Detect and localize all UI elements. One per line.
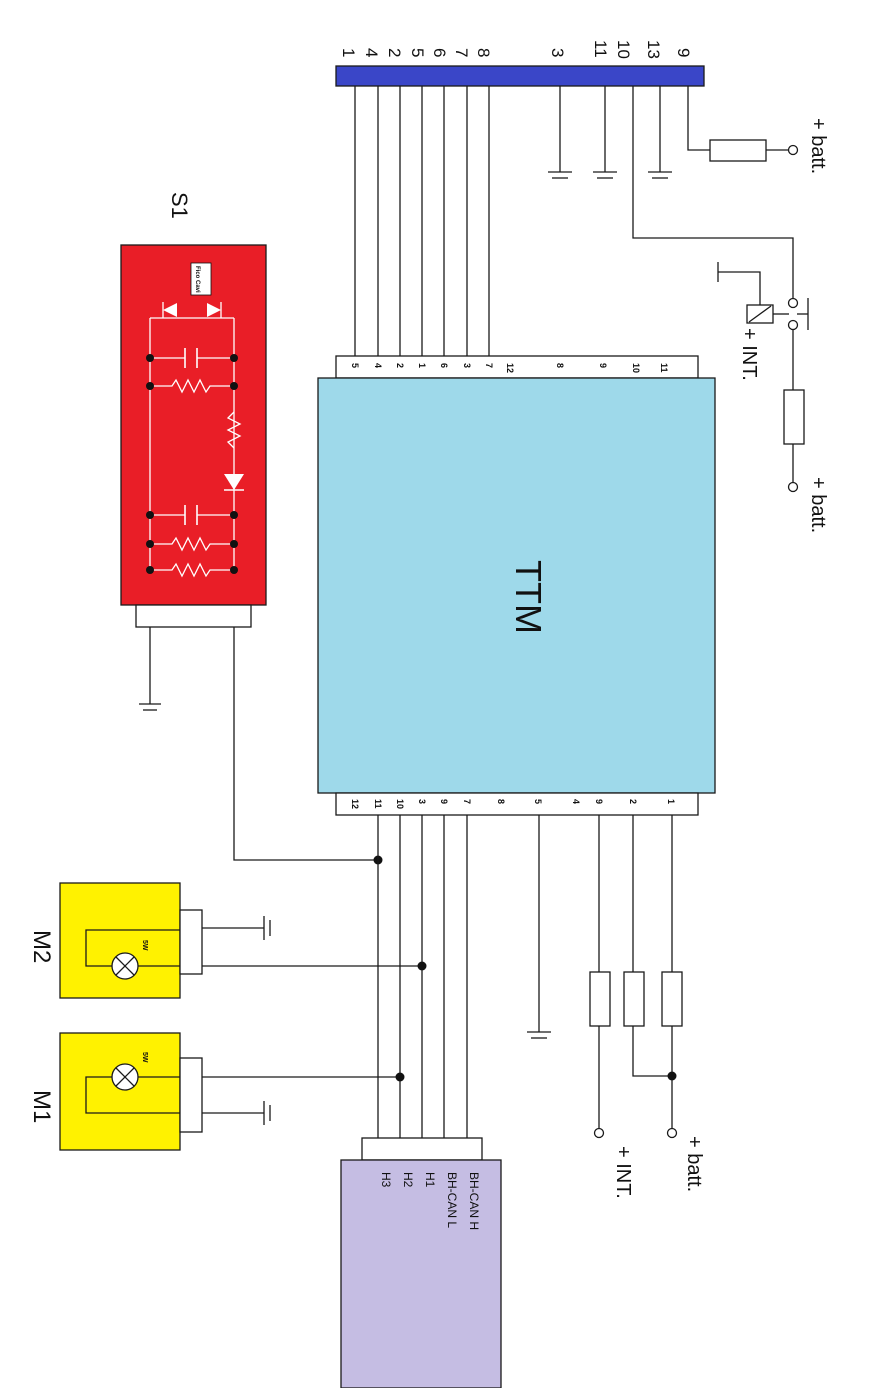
label-batt-top: + batt. [807,118,829,174]
top-pin-label: 7 [452,48,471,57]
bus-line-label: H3 [379,1172,393,1188]
fuse-batt-b [661,971,683,1027]
label-int-switch: + INT. [738,328,760,381]
ttm-title: TTM [508,560,549,634]
ttm-pin-label: 2 [628,799,638,804]
label-batt-fuse: + batt. [807,477,829,533]
batt-feed-top: + batt. [687,86,829,174]
m1-bulb-text: 5W [141,1052,148,1063]
top-pin-label: 3 [548,48,567,57]
ttm-pin-label: 10 [395,799,405,809]
ttm-pin-label: 9 [598,363,608,368]
ttm-pin-label: 12 [350,799,360,809]
ttm-pin-label: 6 [439,363,449,368]
ttm-top-connector [335,355,699,379]
terminal-batt-bottom [666,1127,678,1139]
bus-line-label: H2 [401,1172,415,1188]
ttm-pin-label: 1 [417,363,427,368]
ttm-pin-label: 7 [484,363,494,368]
ttm-pin-label: 9 [439,799,449,804]
ttm-pin-label: 7 [462,799,472,804]
m1-connector [179,1057,203,1133]
bus-panel [340,1159,502,1388]
ttm-pin-label: 3 [462,363,472,368]
label-int-bottom: + INT. [612,1146,634,1199]
bus-line-label: BH-CAN L [445,1172,459,1228]
m1-wiring [202,1072,405,1125]
bus-line-label: H1 [423,1172,437,1188]
top-pin-label: 10 [614,40,633,59]
s1-title: S1 [167,192,192,219]
m2-title: M2 [28,930,55,963]
top-pin-label: 11 [591,40,610,58]
fuse-int [589,971,611,1027]
top-pin-label: 5 [408,48,427,57]
bottom-bus-wires [377,815,468,1138]
bus-line-label: BH-CAN H [467,1172,481,1230]
m1-title: M1 [28,1090,55,1123]
ttm-pin-label: 8 [555,363,565,368]
ttm-bottom-connector [335,792,699,816]
m2-bulb-text: 5W [141,940,148,951]
power-feeds-bottom: + INT. + batt. [589,815,705,1199]
s1-chip-label-box [190,262,212,296]
terminal-batt-top [787,144,799,156]
s1-chip-text: Fico Cavi [194,266,200,293]
ttm-pin-label: 11 [373,799,383,809]
ttm-pin-label: 2 [395,363,405,368]
ttm-box [317,377,716,794]
fuse-batt-a [623,971,645,1027]
top-pin-label: 1 [339,48,358,57]
ttm-pin-label: 9 [594,799,604,804]
top-bus-wires [354,86,490,356]
m1-lamp: 5W [85,1052,180,1114]
top-ground-wires [548,86,672,179]
top-pin-label: 8 [474,48,493,57]
ttm-pin-label: 12 [505,363,515,373]
bus-panel-labels: BH-CAN H BH-CAN L H1 H2 H3 [379,1172,481,1230]
fuse-switch [783,389,805,445]
top-pin-label: 9 [674,48,693,57]
m2-wiring [202,916,427,971]
ttm-pin-label: 5 [350,363,360,368]
top-connector [335,65,705,87]
ttm-pin-label: 4 [571,799,581,804]
m2-lamp: 5W [85,929,180,980]
ttm-pin-label: 1 [666,799,676,804]
s1-circuit: Fico Cavi [146,262,244,578]
ttm-pin-label: 4 [373,363,383,368]
top-connector-pin-labels: 1 4 2 5 6 7 8 3 11 10 13 9 [339,40,693,59]
ttm-bottom-pin-labels: 12 11 10 3 9 7 8 5 4 9 2 1 [350,799,676,809]
ttm-pin-label: 8 [496,799,506,804]
terminal-batt-switch [787,481,799,493]
s1-connector [135,604,252,628]
bus-connector [361,1137,483,1161]
ttm-pin-label: 3 [417,799,427,804]
top-pin-label: 2 [385,48,404,57]
ttm-pin-label: 5 [533,799,543,804]
m2-connector [179,909,203,975]
ignition-switch-circuit: + INT. + batt. [632,86,829,533]
fuse-top [709,139,767,162]
ttm-pin-label: 10 [631,363,641,373]
m1-box [59,1032,181,1151]
ttm-pin-label: 11 [659,363,669,373]
top-pin-label: 6 [430,48,449,57]
s1-box [120,244,267,606]
terminal-int-bottom [593,1127,605,1139]
label-batt-bottom: + batt. [683,1136,705,1192]
m2-box [59,882,181,999]
ttm-top-pin-labels: 5 4 2 1 6 3 7 12 8 9 10 11 [350,363,669,373]
top-pin-label: 13 [644,40,663,59]
ttm-ground [527,815,551,1039]
top-pin-label: 4 [362,48,381,57]
